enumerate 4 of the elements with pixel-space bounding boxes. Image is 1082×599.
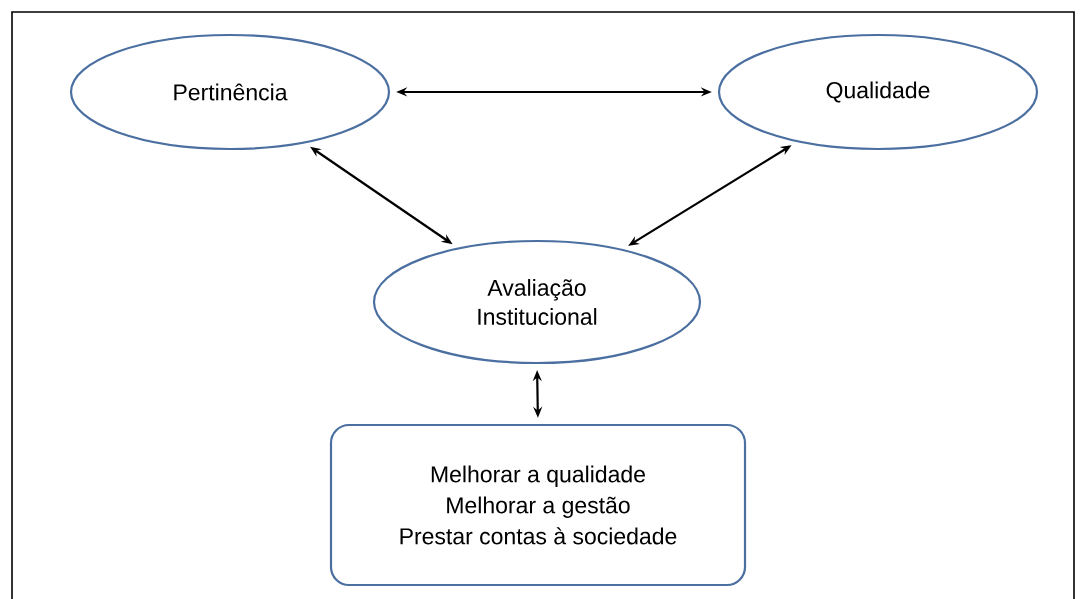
ellipse-node: Avaliação Institucional [372, 239, 702, 365]
ellipse-node: Pertinência [69, 33, 391, 151]
ellipse-node: Qualidade [717, 33, 1039, 151]
rounded-box: Melhorar a qualidade Melhorar a gestão Prestar contas à sociedade [329, 423, 747, 587]
